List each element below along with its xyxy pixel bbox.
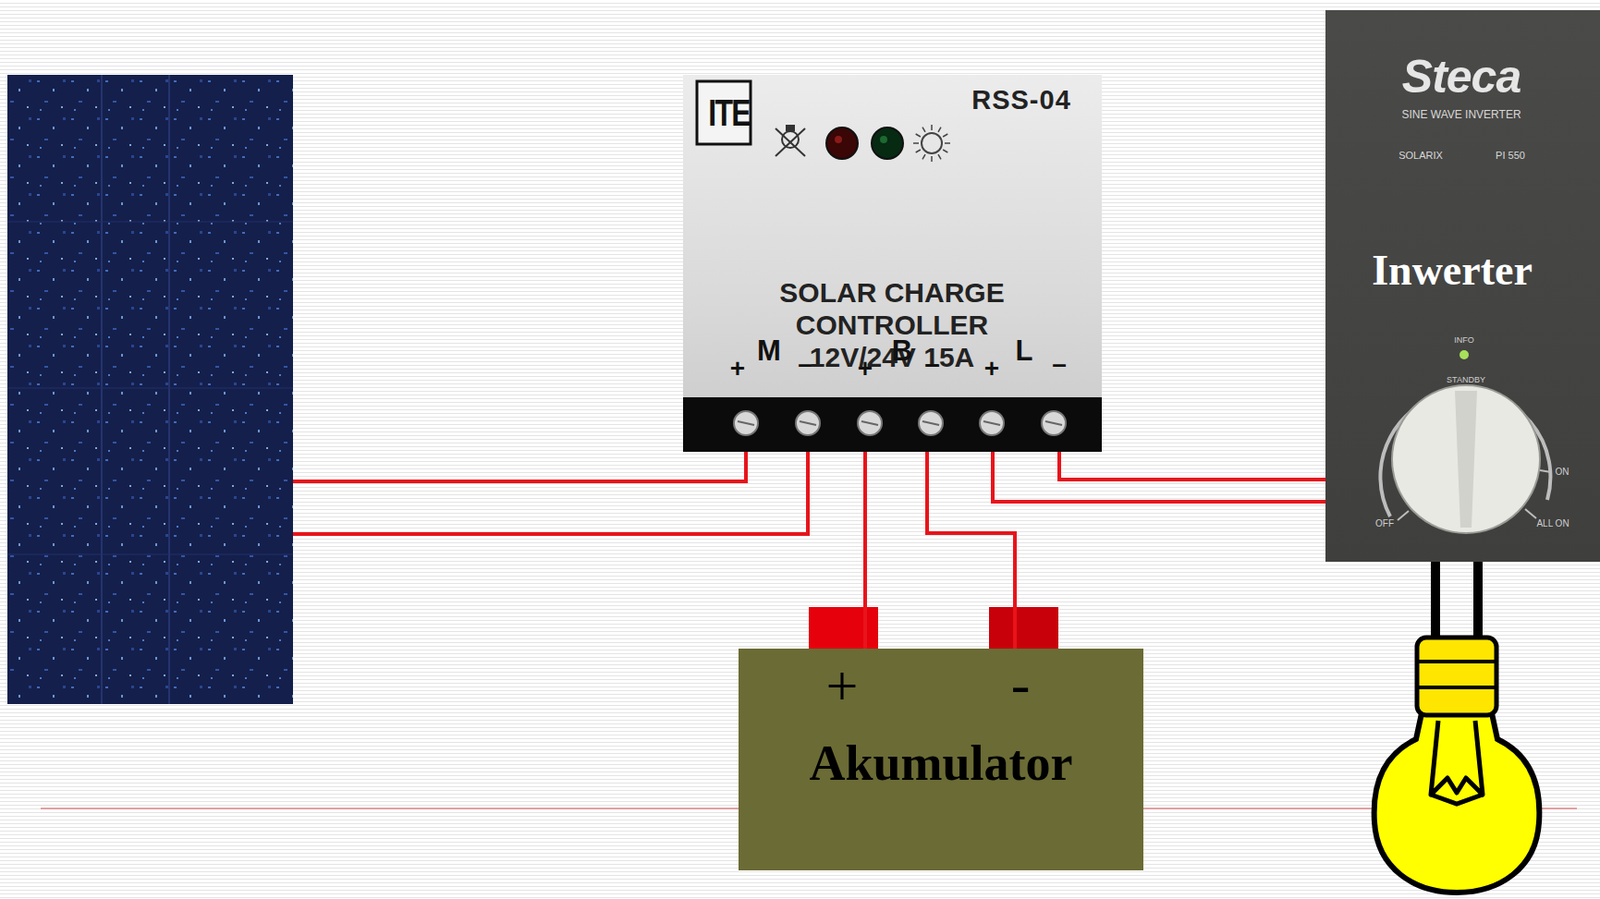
sun-icon [930, 156, 933, 162]
terminal-sign: + [826, 657, 859, 715]
model-name: PI 550 [1495, 150, 1526, 161]
terminal-label: – [797, 351, 813, 378]
device-title: Inwerter [1371, 249, 1533, 293]
terminal-screw [922, 421, 940, 426]
dial-knob [1392, 385, 1540, 534]
model-name: RSS-04 [971, 86, 1072, 114]
switch-label: STANDBY [1446, 376, 1486, 385]
switch-label: ALL ON [1536, 519, 1569, 529]
sun-icon [942, 149, 948, 153]
terminal-screw [733, 411, 758, 436]
terminal-screw [983, 421, 1001, 426]
bulb-icon [775, 128, 806, 157]
dial-tick [1397, 511, 1409, 521]
sun-icon [913, 142, 919, 145]
red-led [834, 135, 843, 144]
switch-label: ON [1555, 467, 1570, 477]
red-led [826, 127, 858, 159]
sun-icon [938, 127, 941, 133]
terminal-screw [918, 411, 943, 436]
device-subtitle: SINE WAVE INVERTER [1401, 109, 1521, 121]
battery-post [989, 607, 1059, 650]
switch-label: OFF [1375, 519, 1394, 529]
light-bulb [1374, 561, 1540, 893]
dial-tick [1525, 509, 1537, 519]
brand-logo: ITE [708, 94, 750, 132]
sun-icon [922, 154, 926, 159]
terminal-screw [1045, 421, 1063, 426]
battery-box: + - Akumulator [738, 648, 1144, 871]
logo-frame [696, 81, 751, 145]
dial-knob [1454, 390, 1478, 528]
wire [992, 451, 1326, 502]
terminal-screw [737, 421, 755, 426]
panel-wire [293, 451, 746, 482]
sun-icon [930, 124, 933, 131]
terminal-label: B [891, 336, 913, 366]
bulb-icon [785, 124, 795, 132]
bulb-icon [775, 128, 806, 157]
inverter-box: StecaSINE WAVE INVERTER SOLARIX PI 550Inwe… [1325, 10, 1600, 562]
terminal-label: M [757, 336, 782, 366]
solar-panel [7, 74, 294, 705]
indicator-label: INFO [1453, 336, 1475, 345]
terminal-screw [857, 411, 882, 436]
sun-icon [916, 134, 921, 137]
terminal-label: + [857, 355, 873, 382]
green-led [879, 135, 888, 144]
terminal-strip [683, 397, 1102, 452]
model-name: SOLARIX [1398, 150, 1443, 161]
terminal-screw [1041, 411, 1066, 436]
terminal-label: – [925, 351, 941, 378]
wire [927, 451, 1015, 649]
brand-logo: Steca [1402, 53, 1521, 100]
terminal-label: – [1051, 351, 1067, 378]
sun-icon [942, 134, 948, 137]
dial-tick [1539, 470, 1552, 473]
sun-icon [921, 133, 942, 154]
terminal-label: + [730, 355, 746, 382]
bulb-icon [781, 131, 799, 148]
wire [863, 451, 868, 649]
sun-icon [944, 142, 951, 145]
terminal-label: + [984, 355, 1000, 382]
controller-face [683, 74, 1102, 452]
wire [1059, 451, 1326, 480]
terminal-screw [795, 411, 820, 436]
battery-label: Akumulator [808, 738, 1073, 789]
terminal-screw [799, 421, 817, 426]
terminal-screw [861, 421, 879, 426]
battery-post [808, 607, 879, 650]
sun-icon [922, 127, 926, 133]
panel-wire [293, 451, 808, 535]
terminal-label: L [1015, 336, 1034, 366]
terminal-screw [979, 411, 1004, 436]
sun-icon [916, 149, 921, 153]
info-led [1459, 350, 1469, 360]
terminal-sign: - [1011, 655, 1031, 713]
sun-icon [938, 154, 941, 159]
charge-controller: ITERSS-04SOLAR CHARGE CONTROLLER 12V/24V… [683, 74, 1102, 452]
green-led [871, 127, 904, 159]
